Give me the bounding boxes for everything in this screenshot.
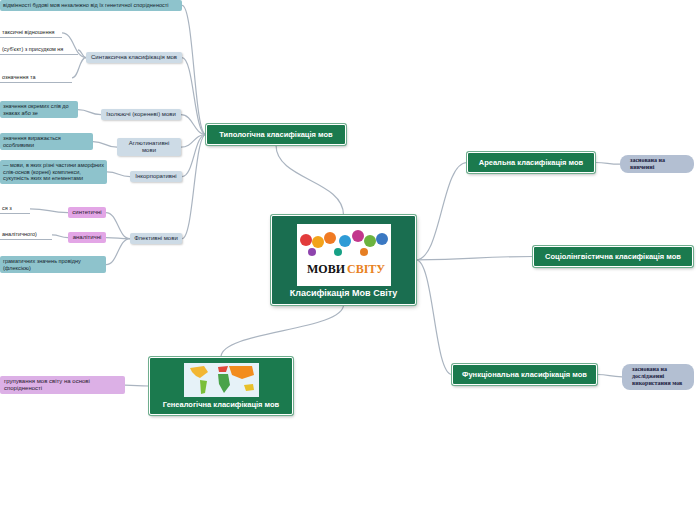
node-text: групування мов світу на основі споріднен… (4, 378, 121, 392)
connector (221, 305, 344, 357)
node-text: Функціональна класифікація мов (459, 370, 590, 379)
node-text: Аглютинативні мови (121, 140, 177, 154)
subtopic-box: Флективні мови (130, 233, 182, 244)
leaf-text: означення та (0, 73, 72, 83)
logo-word: СВІТУ (347, 262, 385, 277)
main-topic: Соціолінгвістична класифікація мов (533, 246, 693, 267)
node-text: Ареальна класифікація мов (474, 158, 588, 167)
node-text: Ізолюючі (кореневі) мови (105, 111, 177, 118)
node-text: синтетичні (71, 209, 103, 216)
leaf-pill: заснована на дослідженні використання мо… (622, 364, 694, 390)
connector (182, 58, 206, 135)
leaf-box: значення виражається особливими (0, 133, 93, 150)
subtopic-box: Ізолюючі (кореневі) мови (101, 109, 181, 120)
node-text: Класифікація Мов Світу (278, 288, 409, 299)
node-text: Синтаксична класифікація мов (90, 54, 178, 61)
subtopic-box: відмінності будові мов незалежно від їх … (0, 0, 182, 11)
subtopic-box: синтетичні (68, 207, 106, 218)
leaf-box: граматичних значень провідну (флексією) (0, 256, 106, 273)
node-text: ся з (2, 205, 28, 212)
node-text: значення окремих слів до знаках або зе (3, 103, 75, 116)
node-text: відмінності будові мов незалежно від їх … (3, 2, 179, 9)
node-text: заснована на вивченні (630, 157, 688, 171)
node-text: заснована на дослідженні використання мо… (632, 366, 688, 388)
node-text: — мови, в яких різні частини аморфних сл… (3, 162, 104, 182)
connector (416, 260, 452, 375)
leaf-text: таксичні відношення (0, 28, 62, 38)
central-topic: Класифікація Мов Світу (271, 215, 416, 305)
main-topic: Типологічна класифікація мов (206, 124, 346, 145)
node-text: аналітичні (71, 234, 103, 241)
node-text: аналітичного) (2, 231, 50, 238)
connector (107, 172, 130, 177)
subtopic-box: Аглютинативні мови (117, 138, 181, 156)
main-topic: Ареальна класифікація мов (467, 152, 595, 173)
leaf-text: (суб'єкт) з присудком ня (0, 45, 78, 55)
connector (182, 135, 206, 239)
connector (125, 385, 149, 387)
node-text: таксичні відношення (2, 29, 60, 36)
leaf-box: значення окремих слів до знаках або зе (0, 101, 78, 118)
node-text: Генеалогічна класифікація мов (156, 400, 286, 409)
connector (78, 50, 86, 58)
connector (182, 5, 206, 134)
leaf-text: аналітичного) (0, 230, 52, 240)
connector (182, 135, 206, 177)
subtopic-box: Синтаксична класифікація мов (86, 52, 182, 63)
world-map (184, 363, 259, 397)
main-topic: Генеалогічна класифікація мов (149, 357, 293, 415)
node-text: Інкорпоративні (134, 173, 178, 180)
connector (30, 209, 68, 213)
connector (78, 110, 101, 115)
connector (416, 257, 533, 260)
connector (181, 115, 206, 135)
node-text: граматичних значень провідну (флексією) (3, 258, 103, 271)
connector (595, 163, 620, 165)
subtopic-box: Інкорпоративні (130, 171, 182, 182)
node-text: означення та (2, 74, 70, 81)
leaf-box: — мови, в яких різні частини аморфних сл… (0, 160, 107, 184)
leaf-text: ся з (0, 204, 30, 214)
connector (416, 163, 467, 260)
node-text: Типологічна класифікація мов (213, 130, 339, 139)
node-text: значення виражається особливими (3, 135, 90, 148)
leaf-box: групування мов світу на основі споріднен… (0, 376, 125, 394)
subtopic-box: аналітичні (68, 232, 106, 243)
connector (106, 213, 130, 239)
connector (52, 235, 68, 238)
logo-image (297, 224, 391, 286)
connector (106, 239, 130, 265)
leaf-pill: заснована на вивченні (620, 155, 694, 173)
connector (72, 58, 86, 78)
connector (106, 238, 130, 239)
node-text: Соціолінгвістична класифікація мов (540, 252, 686, 261)
connector (597, 375, 622, 377)
connector (276, 145, 344, 215)
node-text: Флективні мови (134, 235, 178, 242)
logo-word: МОВИ (307, 262, 345, 277)
node-text: (суб'єкт) з присудком ня (2, 46, 76, 53)
main-topic: Функціональна класифікація мов (452, 364, 597, 385)
connector (93, 142, 117, 148)
